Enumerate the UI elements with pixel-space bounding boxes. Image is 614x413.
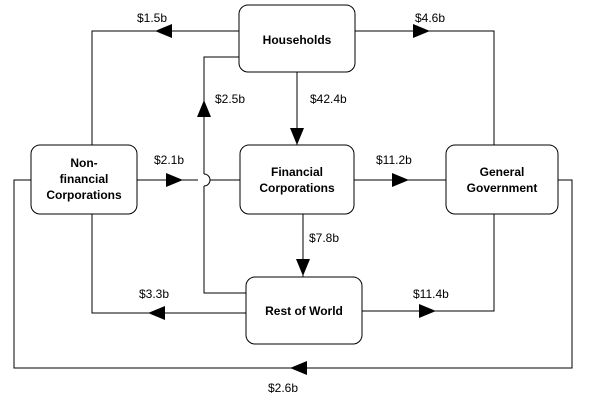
flow-label-nonfinancial-financial: $2.1b <box>154 153 184 167</box>
flow-label-financial-rest: $7.8b <box>309 231 339 245</box>
flow-label-rest-government: $11.4b <box>413 287 449 301</box>
edge-households-government <box>355 30 495 145</box>
flow-label-rest-nonfinancial: $3.3b <box>139 287 169 301</box>
arrowhead-down <box>290 128 304 145</box>
node-government-label-line2: Government <box>467 181 538 195</box>
node-households[interactable]: Households <box>238 4 356 73</box>
node-nonfinancial-label-line1: Non- <box>70 156 97 170</box>
node-rest-of-world[interactable]: Rest of World <box>245 276 363 345</box>
node-financial-label-line2: Corporations <box>259 181 335 195</box>
arrowhead-right <box>166 173 183 187</box>
node-general-government[interactable]: General Government <box>445 144 559 215</box>
arrowhead-right <box>392 173 409 187</box>
edge-rest-government <box>362 214 495 312</box>
arrowhead-left <box>155 24 172 38</box>
node-financial-corporations[interactable]: Financial Corporations <box>239 144 355 215</box>
edge-rest-households <box>203 186 246 294</box>
arrowhead-left <box>148 306 165 320</box>
flow-label-rest-households: $2.5b <box>215 92 245 106</box>
node-nonfinancial-label-line2: financial <box>60 172 109 186</box>
edge-rest-households-hop <box>203 173 211 187</box>
arrowhead-right <box>419 304 436 318</box>
arrowhead-up <box>197 100 211 117</box>
node-rest-of-world-label: Rest of World <box>265 304 343 318</box>
edge-rest-households-upper <box>203 56 239 174</box>
node-government-label-line1: General <box>480 165 525 179</box>
edge-nonfinancial-households <box>91 30 239 145</box>
node-financial-label-line1: Financial <box>271 165 323 179</box>
flow-label-nonfinancial-households: $1.5b <box>137 11 167 25</box>
flow-label-government-nonfinancial: $2.6b <box>268 381 298 395</box>
node-nonfinancial-label-line3: Corporations <box>46 188 122 202</box>
flow-label-households-financial: $42.4b <box>310 92 347 106</box>
node-households-label: Households <box>263 33 332 47</box>
edge-rest-nonfinancial <box>91 214 246 314</box>
flow-label-financial-government: $11.2b <box>376 153 412 167</box>
node-nonfinancial-corporations[interactable]: Non- financial Corporations <box>30 144 138 215</box>
arrowhead-down <box>296 259 310 276</box>
flow-label-households-government: $4.6b <box>415 11 445 25</box>
arrowhead-left <box>290 361 307 375</box>
arrowhead-right <box>413 24 430 38</box>
